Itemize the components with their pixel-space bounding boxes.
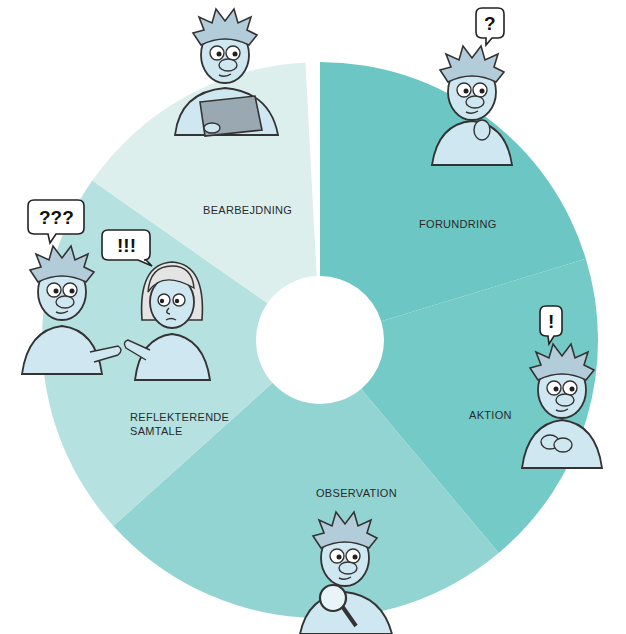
speech-mark: ?	[484, 14, 496, 33]
segment-label: OBSERVATION	[316, 486, 397, 500]
label-anchor: ?	[490, 23, 502, 42]
speech-mark: !!!	[117, 236, 136, 255]
label-anchor: ???	[56, 217, 91, 236]
segment-fill	[92, 62, 316, 303]
label-anchor: !	[551, 321, 557, 340]
label-anchor: !!!	[126, 245, 145, 264]
segment-label: BEARBEJDNING	[203, 203, 292, 217]
speech-mark: !	[548, 312, 554, 331]
segment-label: FORUNDRING	[419, 217, 497, 231]
segment-fill	[113, 383, 498, 618]
segment-label: AKTION	[469, 408, 512, 422]
speech-mark: ???	[39, 208, 74, 227]
segment-label: REFLEKTERENDE SAMTALE	[130, 410, 235, 439]
